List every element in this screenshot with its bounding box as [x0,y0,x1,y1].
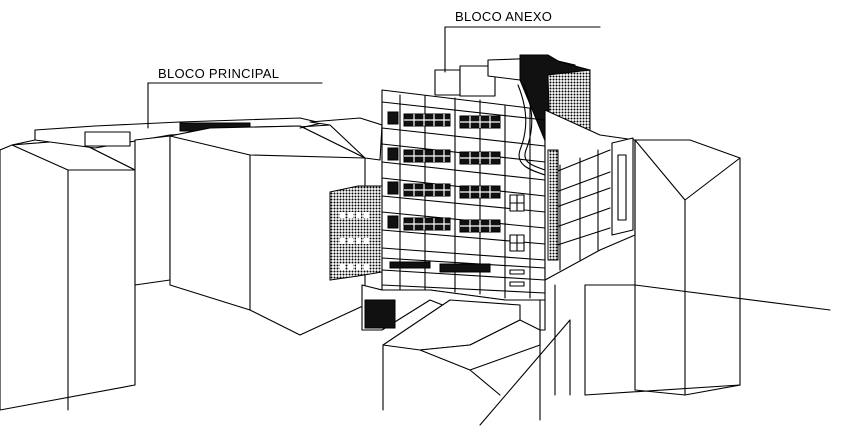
annex-block-label: BLOCO ANEXO [455,9,553,24]
right-box [584,139,831,396]
main-block-label: BLOCO PRINCIPAL [158,66,280,81]
left-block [0,139,136,411]
foreground-ramps [382,284,571,426]
screen-panel [329,185,383,281]
annex-side-wing [544,109,636,281]
leader-lines [147,26,601,129]
middle-block [169,117,383,336]
